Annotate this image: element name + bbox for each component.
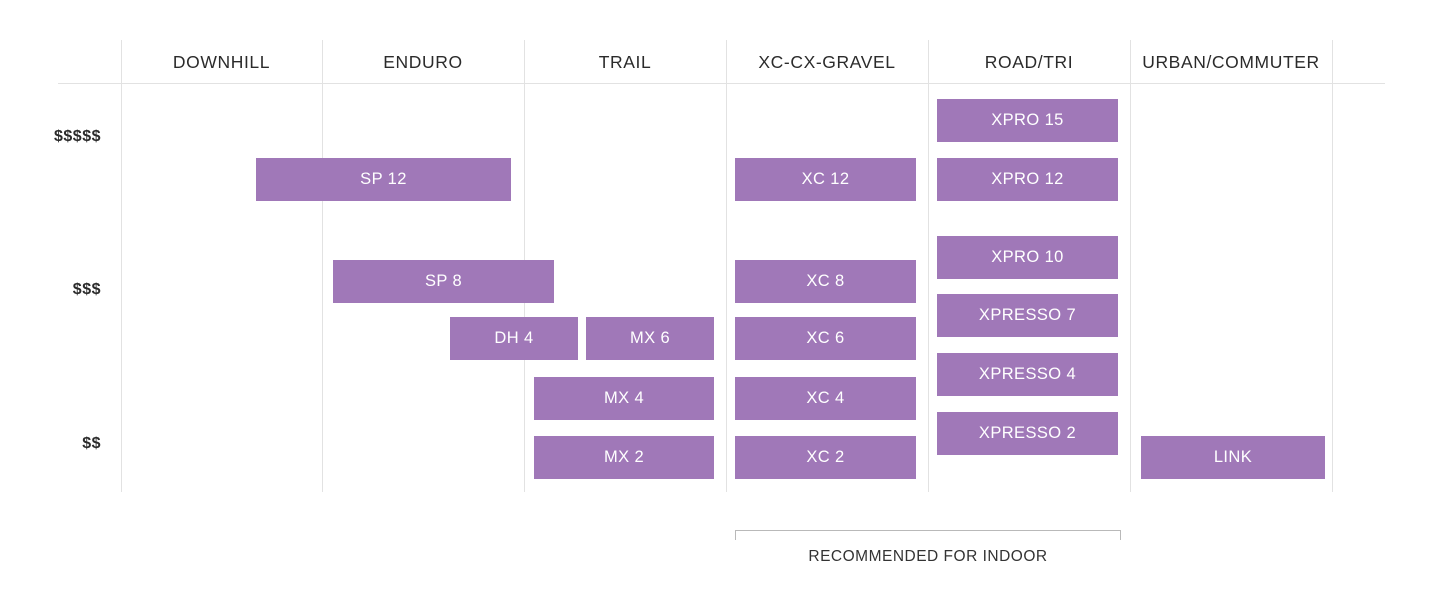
bar-label: XPRESSO 2 [978, 424, 1077, 442]
bar-xc-6[interactable]: XC 6 [735, 317, 916, 360]
column-divider-5 [928, 40, 929, 492]
column-header-downhill: DOWNHILL [121, 50, 322, 74]
tier-label-3: $$$ [73, 281, 101, 299]
column-header-xc-cx-gravel: XC-CX-GRAVEL [726, 50, 928, 74]
tier-label-text: $$$$$ [54, 128, 101, 145]
column-divider-6 [1130, 40, 1131, 492]
bar-label: MX 6 [629, 329, 671, 347]
column-divider-4 [726, 40, 727, 492]
column-header-enduro: ENDURO [322, 50, 524, 74]
bar-label: LINK [1213, 448, 1253, 466]
bar-label: XPRO 12 [991, 170, 1064, 188]
bar-label: XC 4 [806, 389, 845, 407]
bar-label: MX 2 [603, 448, 645, 466]
bar-label: XC 8 [806, 272, 845, 290]
bar-xc-4[interactable]: XC 4 [735, 377, 916, 420]
column-header-label: XC-CX-GRAVEL [758, 52, 896, 72]
bar-label: XPRESSO 4 [978, 365, 1077, 383]
bar-xc-12[interactable]: XC 12 [735, 158, 916, 201]
bar-label: XC 2 [806, 448, 845, 466]
bar-xpro-12[interactable]: XPRO 12 [937, 158, 1118, 201]
bar-mx-2[interactable]: MX 2 [534, 436, 714, 479]
column-divider-2 [322, 40, 323, 492]
column-divider-7 [1332, 40, 1333, 492]
bar-xpro-15[interactable]: XPRO 15 [937, 99, 1118, 142]
bar-xpresso-2[interactable]: XPRESSO 2 [937, 412, 1118, 455]
column-header-label: URBAN/COMMUTER [1142, 52, 1320, 72]
header-underline [58, 83, 1385, 84]
column-header-trail: TRAIL [524, 50, 726, 74]
bar-label: XPRO 10 [991, 248, 1064, 266]
bar-sp-12[interactable]: SP 12 [256, 158, 511, 201]
bar-label: XPRO 15 [991, 111, 1064, 129]
bar-xpresso-7[interactable]: XPRESSO 7 [937, 294, 1118, 337]
bar-label: XC 6 [806, 329, 845, 347]
recommended-for-indoor-label: RECOMMENDED FOR INDOOR [735, 548, 1121, 566]
bar-label: DH 4 [494, 329, 534, 347]
tier-label-5: $$$$$ [54, 128, 101, 146]
bar-label: SP 8 [424, 272, 463, 290]
tier-label-text: $$ [82, 435, 101, 452]
bar-xc-8[interactable]: XC 8 [735, 260, 916, 303]
column-header-label: TRAIL [598, 52, 652, 72]
bar-xc-2[interactable]: XC 2 [735, 436, 916, 479]
bar-xpresso-4[interactable]: XPRESSO 4 [937, 353, 1118, 396]
recommended-for-indoor-bracket [735, 530, 1121, 540]
bar-link[interactable]: LINK [1141, 436, 1325, 479]
column-header-road-tri: ROAD/TRI [928, 50, 1130, 74]
bar-label: MX 4 [603, 389, 645, 407]
column-header-label: ROAD/TRI [984, 52, 1074, 72]
annotation-text: RECOMMENDED FOR INDOOR [808, 548, 1048, 565]
column-divider-1 [121, 40, 122, 492]
column-header-urban-commuter: URBAN/COMMUTER [1130, 50, 1332, 74]
bar-label: XC 12 [801, 170, 850, 188]
bar-dh-4[interactable]: DH 4 [450, 317, 578, 360]
column-header-label: ENDURO [383, 52, 463, 72]
bar-mx-6[interactable]: MX 6 [586, 317, 714, 360]
bar-label: XPRESSO 7 [978, 306, 1077, 324]
bar-mx-4[interactable]: MX 4 [534, 377, 714, 420]
bar-xpro-10[interactable]: XPRO 10 [937, 236, 1118, 279]
bar-sp-8[interactable]: SP 8 [333, 260, 554, 303]
bar-label: SP 12 [360, 170, 407, 188]
tier-label-text: $$$ [72, 281, 101, 298]
column-header-label: DOWNHILL [172, 52, 271, 72]
tier-label-2: $$ [82, 435, 101, 453]
